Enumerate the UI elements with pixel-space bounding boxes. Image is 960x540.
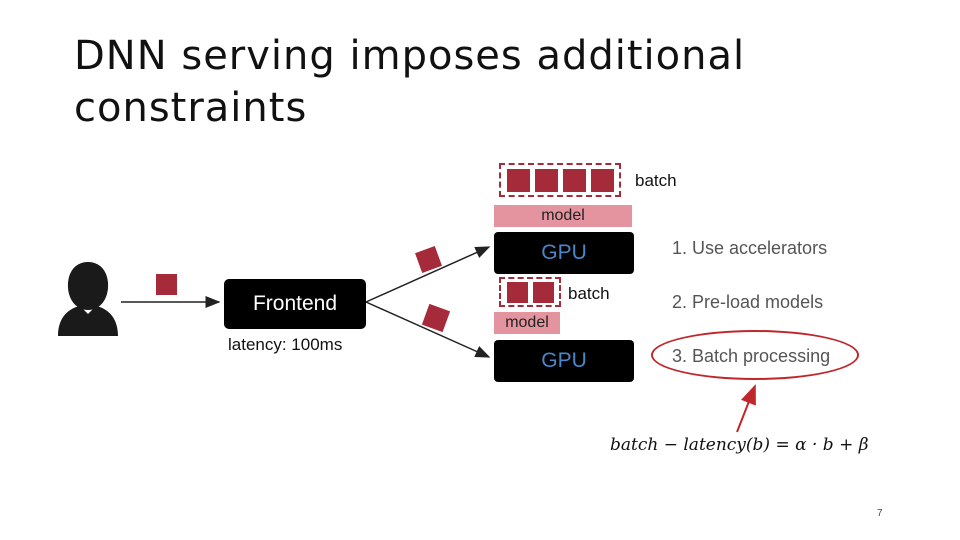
batch-box-gpu1 bbox=[499, 163, 621, 197]
batch-request-square bbox=[534, 168, 558, 192]
gpu-box-2: GPU bbox=[494, 340, 634, 382]
frontend-latency: latency: 100ms bbox=[228, 335, 343, 354]
batch-request-square bbox=[532, 281, 554, 303]
batch-processing-highlight bbox=[651, 330, 859, 380]
gpu-label: GPU bbox=[541, 241, 587, 264]
batch-request-square bbox=[506, 168, 530, 192]
formula-arrow bbox=[736, 384, 756, 433]
gpu-box-1: GPU bbox=[494, 232, 634, 274]
batch-request-square bbox=[562, 168, 586, 192]
user-silhouette-icon bbox=[58, 262, 118, 336]
frontend-box: Frontend bbox=[224, 279, 366, 329]
batch-label-gpu2: batch bbox=[568, 284, 610, 303]
model-bar-gpu2: model bbox=[494, 312, 560, 334]
gpu-label: GPU bbox=[541, 349, 587, 372]
step-use-accelerators: 1. Use accelerators bbox=[672, 238, 828, 258]
frontend-to-gpu1-arrow bbox=[365, 246, 491, 303]
request-square bbox=[156, 274, 177, 295]
request-square-upper bbox=[415, 246, 442, 273]
slide-title: DNN serving imposes additional constrain… bbox=[74, 33, 746, 131]
batch-latency-formula: batch − latency(b) = α · b + β bbox=[610, 435, 869, 455]
step-preload-models: 2. Pre-load models bbox=[672, 292, 824, 312]
frontend-to-gpu2-arrow bbox=[365, 301, 491, 358]
frontend-label: Frontend bbox=[252, 292, 338, 315]
model-bar-gpu1: model bbox=[494, 205, 632, 227]
batch-request-square bbox=[506, 281, 528, 303]
page-number: 7 bbox=[877, 508, 883, 519]
batch-label-gpu1: batch bbox=[635, 171, 677, 190]
batch-request-square bbox=[590, 168, 614, 192]
request-square-lower bbox=[421, 303, 451, 333]
batch-box-gpu2 bbox=[499, 277, 561, 307]
